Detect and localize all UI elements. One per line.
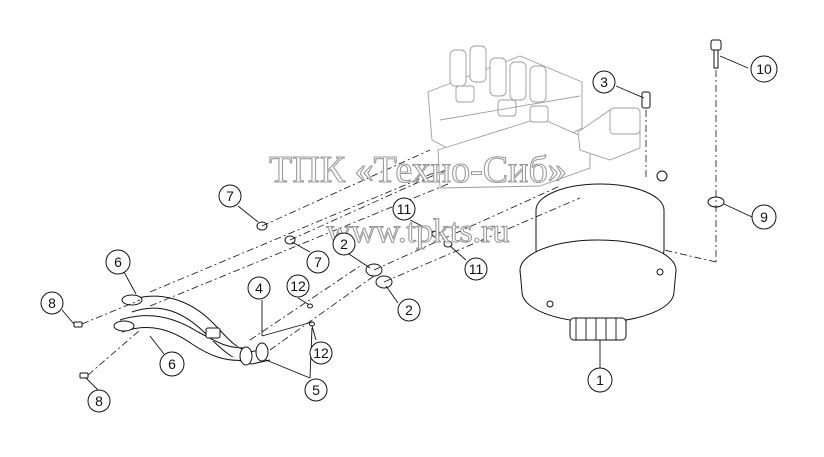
callout-11-upper: 11 (392, 197, 416, 221)
callout-12-lower: 12 (309, 341, 333, 365)
svg-text:7: 7 (226, 188, 234, 204)
callout-6-lower: 6 (159, 351, 185, 377)
callout-9: 9 (751, 204, 777, 230)
svg-text:2: 2 (340, 236, 348, 252)
svg-text:8: 8 (95, 393, 103, 409)
svg-text:9: 9 (760, 209, 768, 225)
watermark-url: www.tpkts.ru (327, 213, 510, 250)
callout-7-upper: 7 (218, 184, 242, 208)
callout-11-lower: 11 (464, 257, 488, 281)
svg-text:4: 4 (255, 280, 263, 296)
watermark-title: ТПК «Техно-Сиб» (269, 149, 567, 191)
callout-5: 5 (304, 378, 328, 402)
swing-motor-assembly (519, 107, 677, 341)
svg-text:7: 7 (314, 254, 322, 270)
hose-assembly (113, 294, 271, 366)
callout-10: 10 (750, 55, 778, 83)
callout-6-upper: 6 (105, 249, 131, 275)
callout-3: 3 (592, 70, 616, 94)
callout-8-lower: 8 (87, 389, 111, 413)
svg-text:6: 6 (168, 356, 176, 372)
callout-7-lower: 7 (306, 250, 330, 274)
callout-8-upper: 8 (40, 291, 64, 315)
svg-text:6: 6 (114, 254, 122, 270)
callout-4: 4 (247, 276, 271, 300)
svg-text:3: 3 (600, 74, 608, 90)
assembly-guide-lines (81, 70, 717, 376)
leader-lines (61, 55, 753, 391)
callout-12-upper: 12 (286, 274, 310, 298)
svg-text:10: 10 (756, 61, 772, 77)
callout-1: 1 (587, 367, 613, 393)
callout-2-lower: 2 (397, 298, 421, 322)
svg-text:11: 11 (397, 201, 412, 217)
svg-text:11: 11 (469, 261, 484, 277)
control-valve-assembly (427, 45, 591, 189)
svg-text:1: 1 (596, 372, 604, 388)
svg-text:2: 2 (405, 302, 413, 318)
svg-text:12: 12 (313, 345, 329, 361)
svg-text:8: 8 (48, 295, 56, 311)
svg-text:5: 5 (312, 382, 320, 398)
svg-text:12: 12 (290, 278, 306, 294)
callout-2-upper: 2 (332, 232, 356, 256)
